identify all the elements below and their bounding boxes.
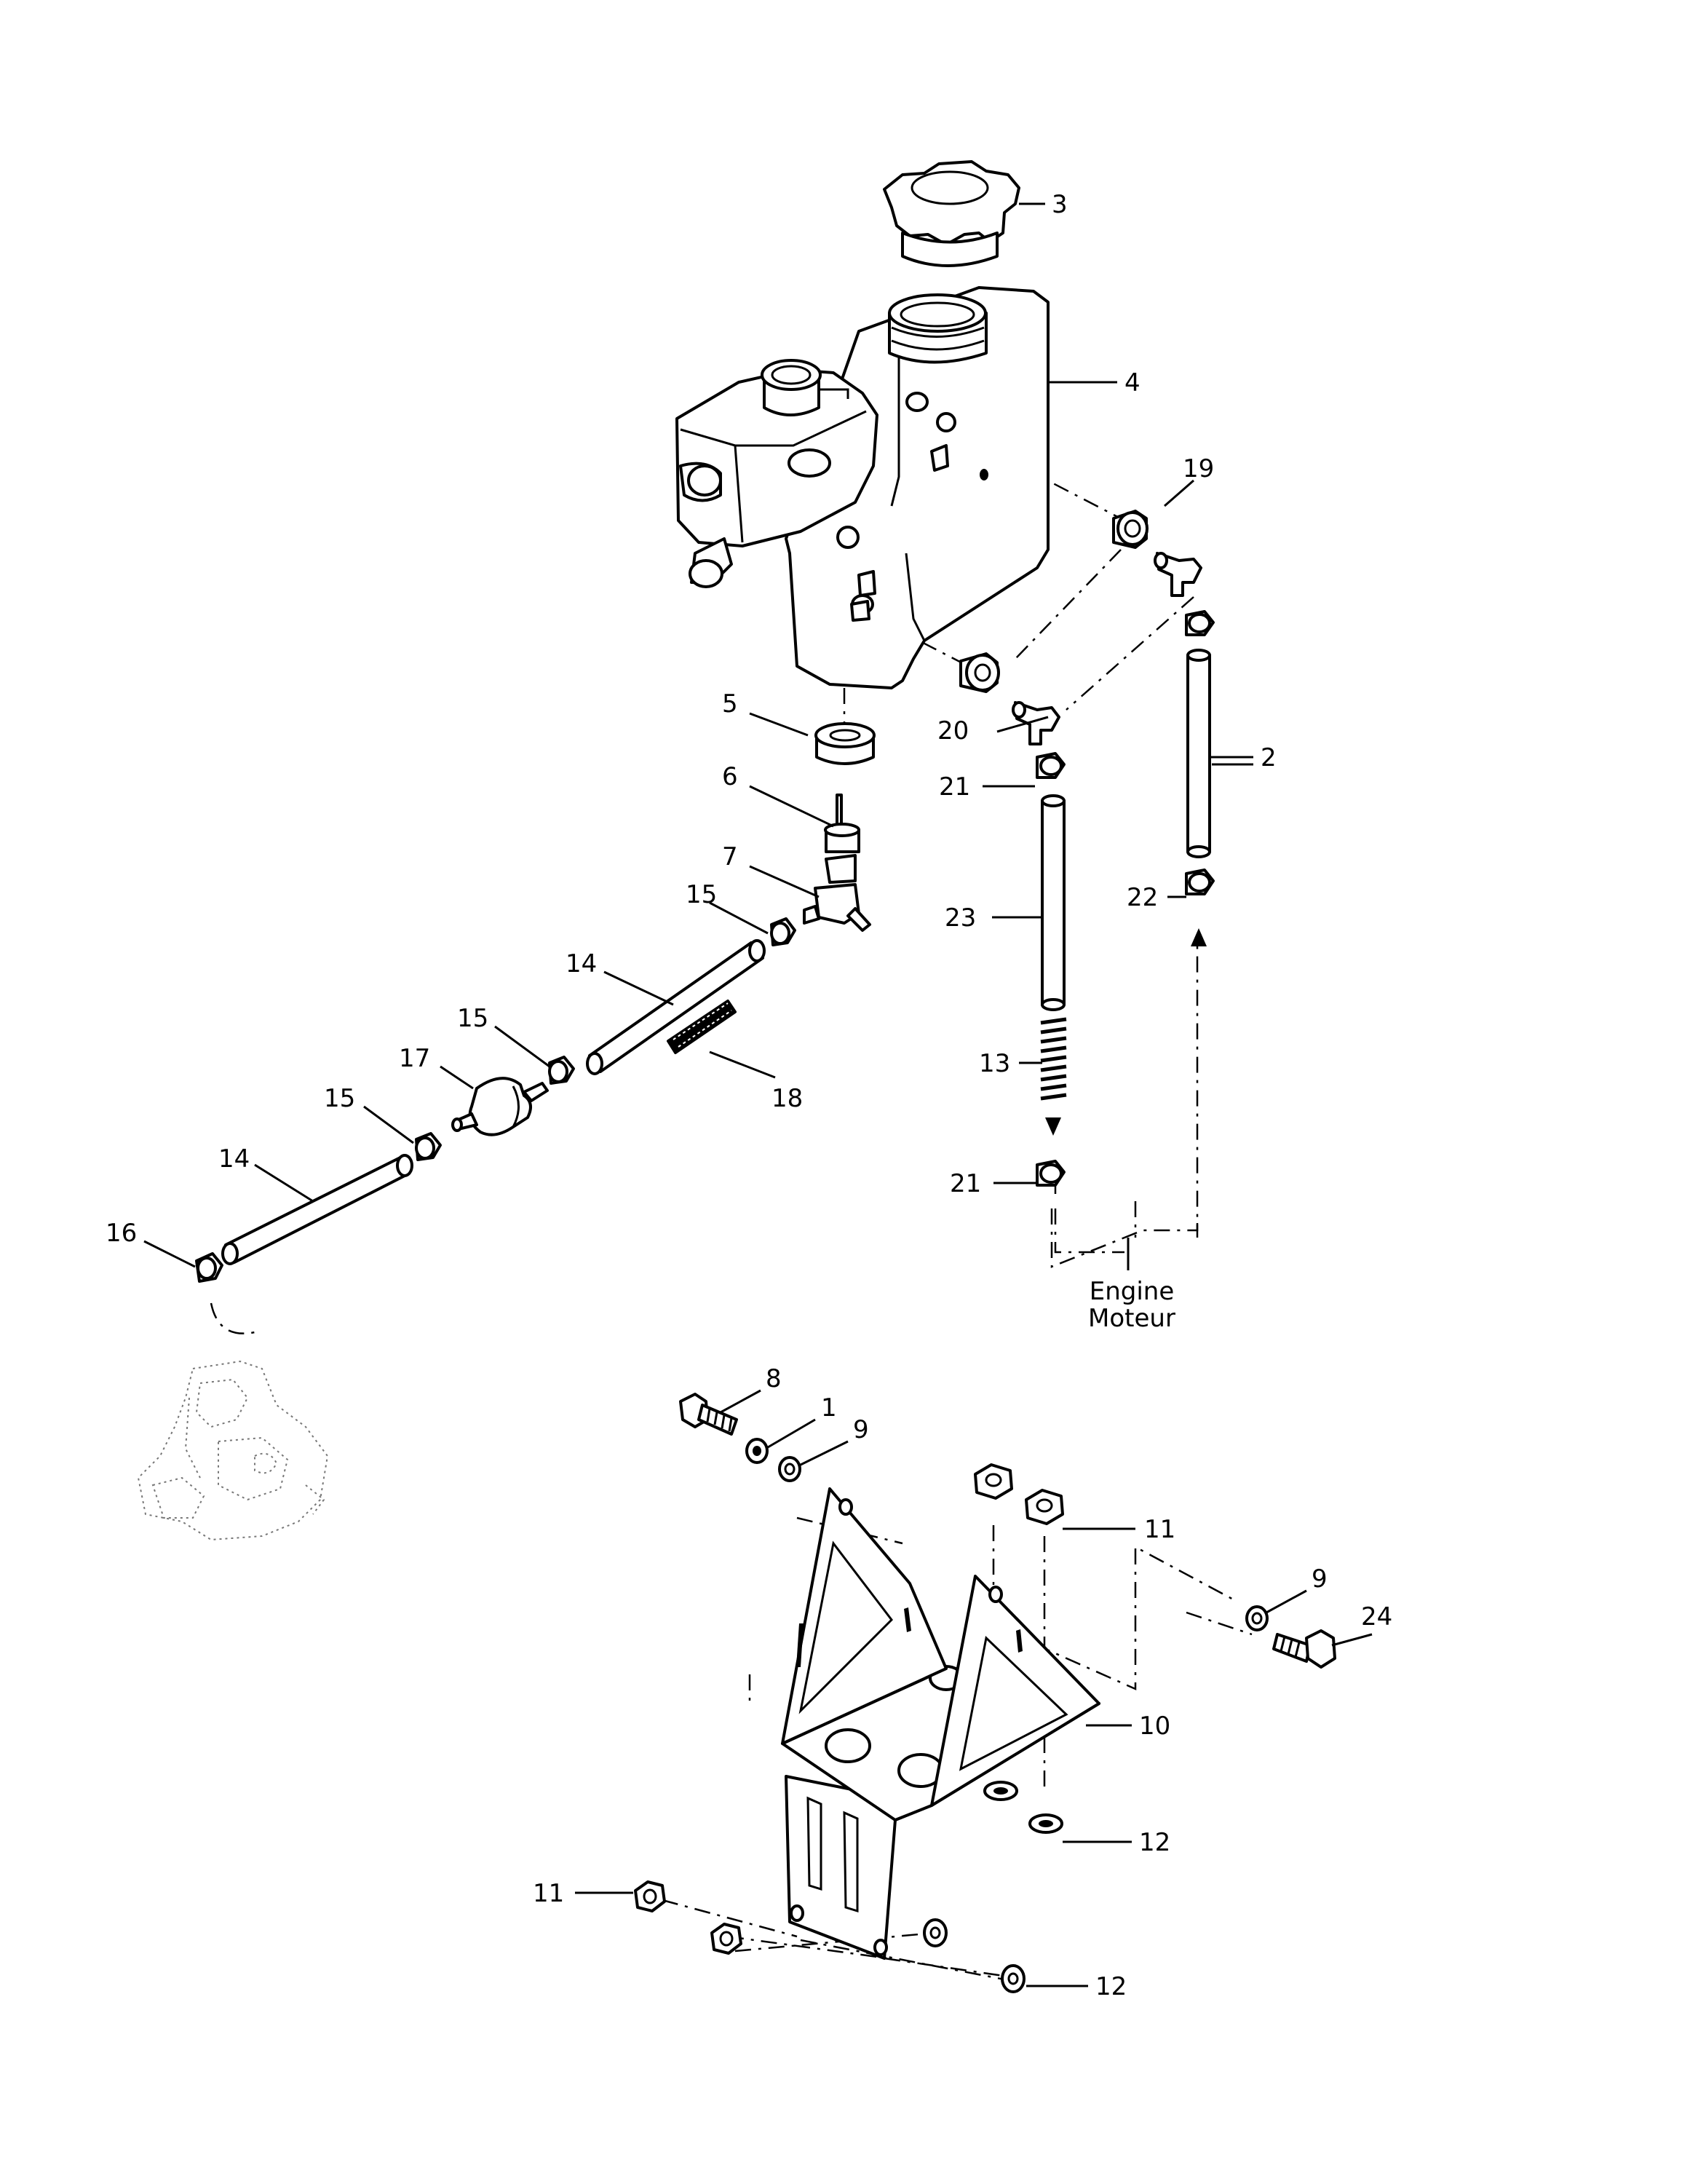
callout-15c: 15 — [324, 1084, 355, 1113]
callout-17: 17 — [399, 1044, 430, 1073]
callout-8: 8 — [766, 1364, 782, 1393]
callout-6: 6 — [722, 762, 738, 791]
part-15-clamp-b — [548, 1056, 575, 1085]
part-15-clamp-a — [770, 917, 796, 946]
part-16-clamp — [195, 1252, 223, 1283]
callout-19: 19 — [1183, 454, 1214, 483]
callout-11a: 11 — [1144, 1515, 1175, 1544]
part-2-hose — [1186, 649, 1211, 858]
part-7-shut-off-valve — [803, 854, 871, 932]
callout-23: 23 — [945, 903, 976, 933]
callout-5: 5 — [722, 689, 738, 719]
callout-11b: 11 — [533, 1879, 564, 1908]
part-21-clamp-upper — [1036, 752, 1066, 779]
part-11-nut-top-right — [1025, 1489, 1064, 1525]
engine-note-line1: Engine — [1090, 1277, 1175, 1306]
callout-15b: 15 — [457, 1004, 488, 1033]
part-15-clamp-c — [415, 1132, 442, 1161]
part-12-washer-under-right — [1028, 1813, 1063, 1834]
part-19-grommet-lower — [959, 652, 1000, 693]
part-19-grommet-upper — [1112, 510, 1149, 549]
part-13-spring — [1040, 1017, 1067, 1101]
callout-21a: 21 — [939, 772, 970, 802]
part-12-washer-under-left — [983, 1781, 1018, 1801]
part-3-tank-cap — [883, 160, 1020, 267]
callout-20: 20 — [937, 716, 969, 745]
callout-7: 7 — [722, 842, 738, 871]
callout-15a: 15 — [686, 880, 717, 909]
part-18-spring — [667, 1000, 737, 1054]
engine-note: Engine Moteur — [1088, 1277, 1175, 1333]
part-9-lock-washer-left — [778, 1456, 801, 1482]
part-9-lock-washer-right — [1245, 1605, 1269, 1631]
part-1-washer — [745, 1438, 769, 1464]
assembly-dash-lines — [210, 421, 1253, 1982]
part-12-washer-bottom-left — [923, 1918, 948, 1947]
part-22-clamp — [1185, 869, 1215, 895]
part-10-mounting-bracket — [781, 1487, 1100, 1960]
callout-4: 4 — [1124, 368, 1140, 397]
callout-labels: 3 4 19 2 5 6 7 15 14 18 15 17 15 14 16 2… — [106, 190, 1392, 2001]
part-14-hose-lower — [221, 1154, 413, 1265]
part-12-washer-bottom-right — [1001, 1964, 1026, 1993]
callout-14b: 14 — [218, 1144, 250, 1174]
part-24-bolt — [1272, 1629, 1336, 1669]
callout-16: 16 — [106, 1219, 137, 1248]
part-8-bolt — [679, 1393, 738, 1436]
part-5-grommet — [814, 722, 876, 765]
callout-10: 10 — [1139, 1712, 1170, 1741]
callout-3: 3 — [1052, 190, 1068, 219]
part-14-hose-upper — [586, 939, 766, 1075]
callout-2: 2 — [1261, 743, 1277, 772]
part-20-elbow-upper — [1154, 552, 1202, 597]
part-11-nut-bottom-left — [634, 1880, 666, 1912]
callout-22: 22 — [1127, 883, 1158, 912]
callout-13: 13 — [979, 1049, 1010, 1078]
callout-24: 24 — [1361, 1602, 1392, 1631]
part-11-nut-bottom-right — [710, 1923, 742, 1955]
part-17-fuel-filter — [451, 1077, 549, 1136]
callout-9a: 9 — [853, 1415, 869, 1444]
part-6-valve-stem — [824, 794, 860, 853]
callout-1: 1 — [821, 1393, 837, 1423]
part-23-hose — [1041, 794, 1066, 1011]
part-21-clamp-top-right — [1185, 610, 1215, 636]
callout-14a: 14 — [566, 949, 597, 978]
part-4-oil-tank — [675, 286, 1050, 689]
part-21-clamp-lower — [1036, 1160, 1066, 1187]
callout-18: 18 — [771, 1084, 803, 1113]
callout-12b: 12 — [1095, 1972, 1127, 2001]
flow-arrow-down — [1045, 1117, 1061, 1136]
engine-note-line2: Moteur — [1088, 1304, 1175, 1333]
callout-9b: 9 — [1312, 1564, 1328, 1594]
callout-21b: 21 — [950, 1169, 981, 1198]
part-11-nut-top-left — [974, 1463, 1013, 1500]
engine-ghost-outline — [137, 1360, 329, 1541]
callout-12a: 12 — [1139, 1828, 1170, 1857]
flow-arrow-up — [1191, 928, 1207, 946]
leader-lines — [143, 202, 1373, 1987]
part-20-elbow-lower — [1012, 701, 1060, 745]
